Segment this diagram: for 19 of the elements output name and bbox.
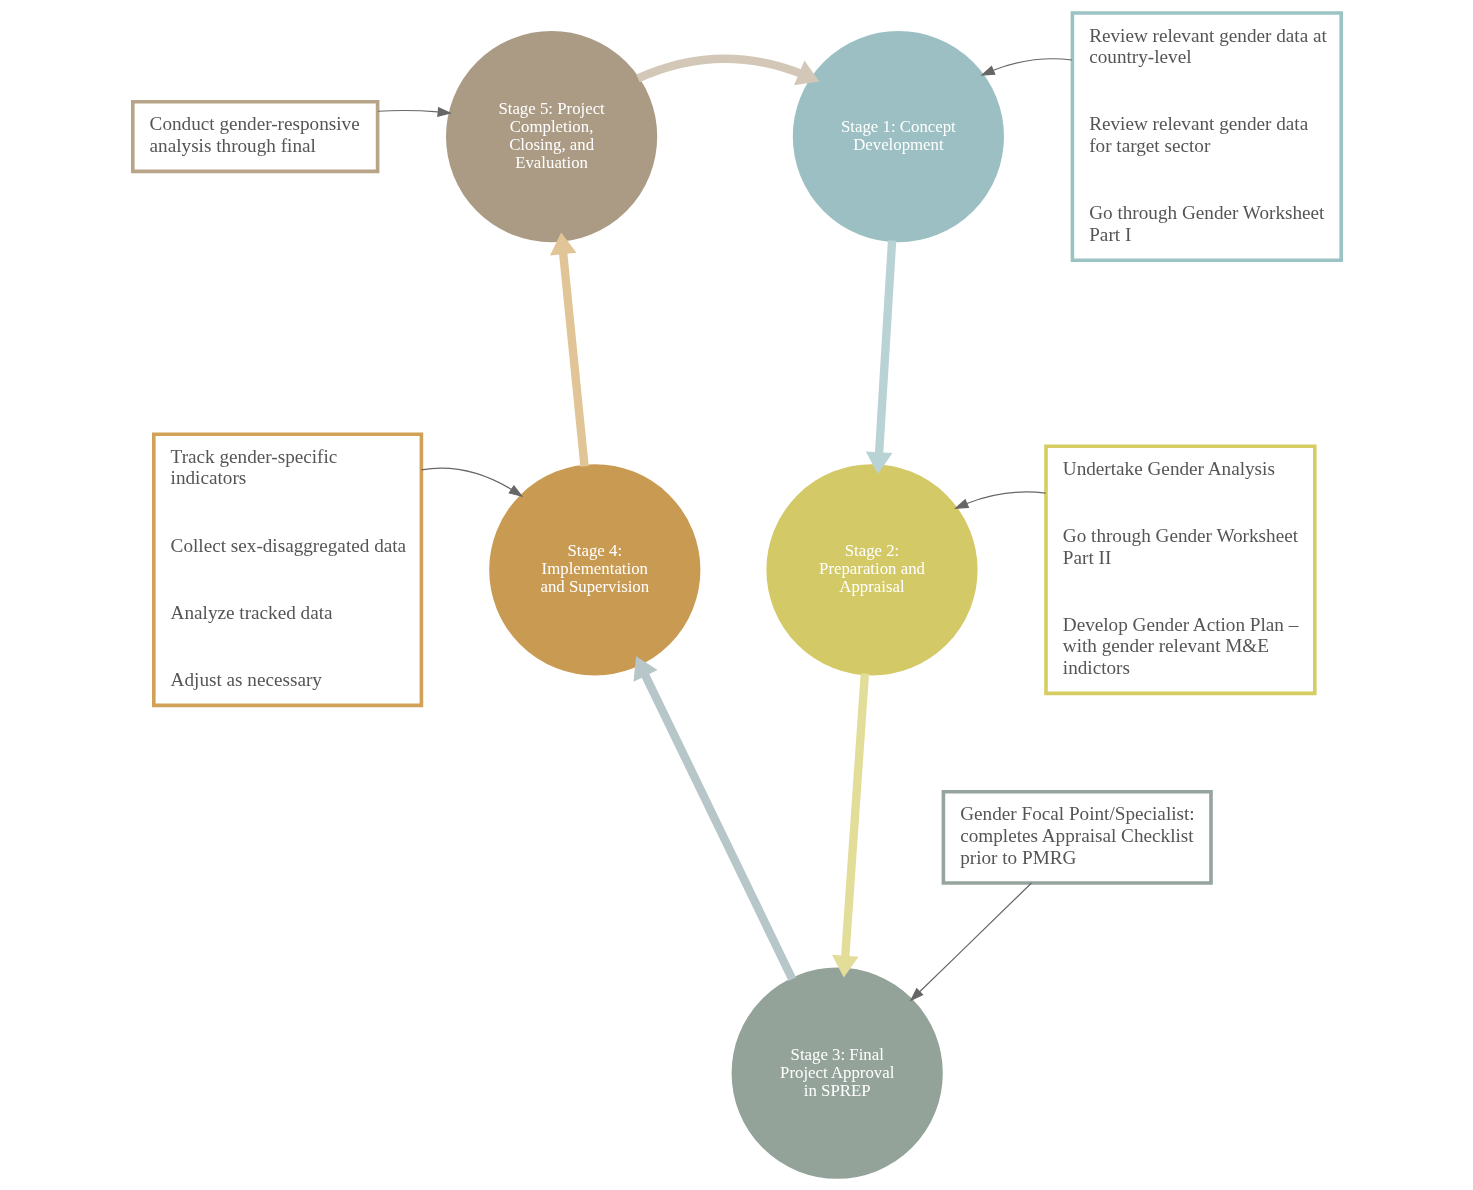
- node-box: Conduct gender-responsive analysis through final: [130, 100, 379, 174]
- node-box: Review relevant gender data at country-level Review relevant gender data for target sector Go through Gender Worksheet Part I: [1070, 11, 1343, 262]
- node-circle: Stage 5: Project Completion, Closing, and Evaluation: [445, 31, 657, 243]
- node-circle: Stage 2: Preparation and Appraisal: [765, 464, 978, 676]
- arrow: [549, 232, 589, 467]
- arrow: [953, 491, 1046, 509]
- arrow: [633, 656, 796, 982]
- arrow: [420, 467, 523, 497]
- node-circle: Stage 3: Final Project Approval in SPREP: [731, 967, 943, 1179]
- node-box: Gender Focal Point/Specialist: completes Appraisal Checklist prior to PMRG: [941, 790, 1213, 885]
- arrow: [831, 673, 869, 978]
- node-box: Undertake Gender Analysis Go through Gender Worksheet Part II Develop Gender Action Plan – with gender relevant M&E indictors: [1043, 444, 1317, 696]
- node-circle: Stage 4: Implementation and Supervision: [488, 464, 700, 676]
- arrow: [635, 54, 819, 86]
- arrow: [865, 240, 896, 475]
- arrow: [909, 882, 1032, 1002]
- arrow: [376, 106, 452, 117]
- node-box: Track gender-specific indicators Collect sex-disaggregated data Analyze tracked data Adjust as necessary: [151, 432, 423, 708]
- arrow: [979, 58, 1073, 76]
